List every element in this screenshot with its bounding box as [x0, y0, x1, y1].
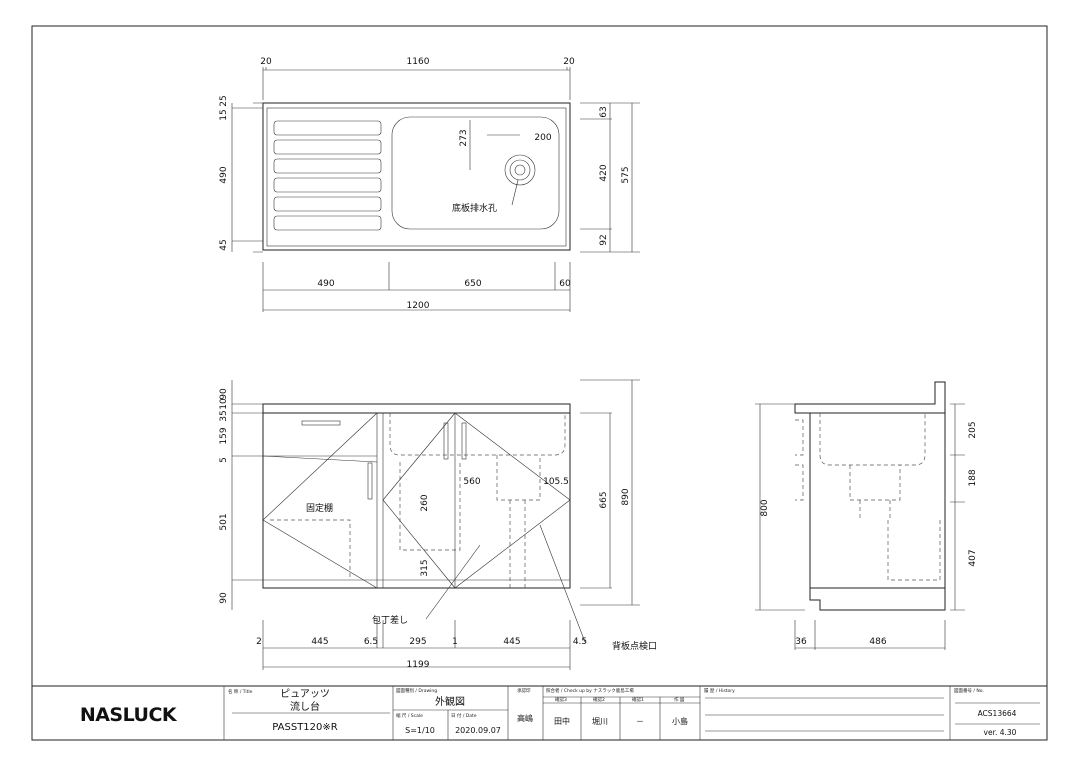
check3-label: 確認3: [555, 696, 567, 703]
dim: 490: [219, 166, 229, 183]
dim: 890: [621, 488, 631, 505]
nasluck-logo: NASLUCK: [80, 704, 178, 726]
drawing-number: ACS13664: [978, 709, 1017, 718]
dim: 665: [599, 491, 609, 508]
handle-icon: [301, 420, 341, 426]
dim: 273: [459, 129, 469, 146]
dim: 4.5: [573, 637, 587, 647]
dim: 315: [420, 559, 430, 576]
dim: 159: [219, 427, 229, 444]
dim: 20: [563, 57, 575, 67]
scale-label: 縮 尺 / Scale: [396, 712, 423, 719]
dim: 205: [968, 421, 978, 438]
check-label: 照合者 / Check up by ナスラック鹿島工場: [546, 687, 634, 694]
title-label: 名 称 / Title: [228, 688, 253, 695]
dim: 20: [260, 57, 272, 67]
dim: 445: [311, 637, 328, 647]
dim: 45: [219, 239, 229, 250]
date: 2020.09.07: [455, 726, 501, 735]
check3: 田中: [554, 716, 570, 726]
check2: 堀川: [592, 717, 608, 726]
check1: －: [636, 717, 644, 726]
date-label: 日 付 / Date: [451, 712, 477, 719]
dim: 36: [795, 637, 807, 647]
dim: 1160: [407, 57, 430, 67]
approval-label: 承認印: [517, 687, 531, 694]
check1-label: 確認1: [632, 696, 644, 703]
dim: 90: [219, 388, 229, 400]
dim: 6.5: [364, 637, 378, 647]
dim: 188: [968, 469, 978, 486]
product-type: 流し台: [290, 700, 320, 713]
knife-holder-label: 包丁差し: [372, 614, 408, 626]
dim: 650: [464, 279, 481, 289]
dim: 1200: [407, 301, 430, 311]
dim: 35: [219, 410, 229, 421]
dim: 501: [219, 513, 229, 530]
front-view: 90 10 35 159 5 501 90 665 890 560 105.5 …: [219, 379, 657, 670]
drawer: 小島: [672, 716, 688, 726]
dim: 90: [219, 592, 229, 604]
side-view: 205 188 407 800 36 486: [755, 381, 978, 650]
shelf-label: 固定棚: [306, 502, 333, 514]
dim: 575: [621, 166, 631, 183]
drain-label: 底板排水孔: [452, 202, 497, 214]
dim: 407: [968, 549, 978, 566]
dim: 5: [219, 457, 229, 463]
dim: 490: [317, 279, 334, 289]
title-block: NASLUCK 名 称 / Title ピュアッツ 流し台 PASST120※R…: [31, 685, 1048, 741]
dim: 800: [760, 499, 770, 516]
dim: 260: [420, 494, 430, 511]
dim: 60: [559, 279, 571, 289]
dim: 295: [409, 637, 426, 647]
dim: 92: [599, 234, 609, 245]
dim: 420: [599, 164, 609, 181]
dim: 445: [503, 637, 520, 647]
dim: 63: [599, 106, 609, 117]
approver: 高嶋: [517, 713, 533, 723]
dim: 10: [219, 398, 229, 410]
dim: 25: [219, 95, 229, 106]
dim: 1199: [407, 660, 430, 670]
dim: 560: [463, 477, 480, 487]
dim: 200: [534, 133, 551, 143]
scale: S=1/10: [405, 726, 435, 735]
drawing-number-label: 図面番号 / No.: [954, 687, 984, 694]
dim: 2: [256, 637, 262, 647]
drain-icon: [504, 154, 536, 186]
drawing-type-label: 図面種別 / Drawing: [396, 687, 437, 694]
drawer-label: 作 図: [674, 696, 685, 703]
version: ver. 4.30: [984, 728, 1017, 737]
dim: 486: [869, 637, 886, 647]
drawing-type: 外観図: [435, 695, 465, 708]
top-view: 20 1160 20 25 15 490 45 63 420 92 575 49…: [219, 57, 640, 312]
check2-label: 確認2: [593, 696, 605, 703]
model-number: PASST120※R: [272, 722, 338, 733]
dim: 1: [452, 637, 458, 647]
dim: 15: [219, 109, 229, 120]
access-panel-label: 背板点検口: [612, 640, 657, 652]
history-label: 履 歴 / History: [704, 688, 735, 694]
dim: 105.5: [543, 477, 569, 487]
product-name: ピュアッツ: [280, 688, 330, 700]
